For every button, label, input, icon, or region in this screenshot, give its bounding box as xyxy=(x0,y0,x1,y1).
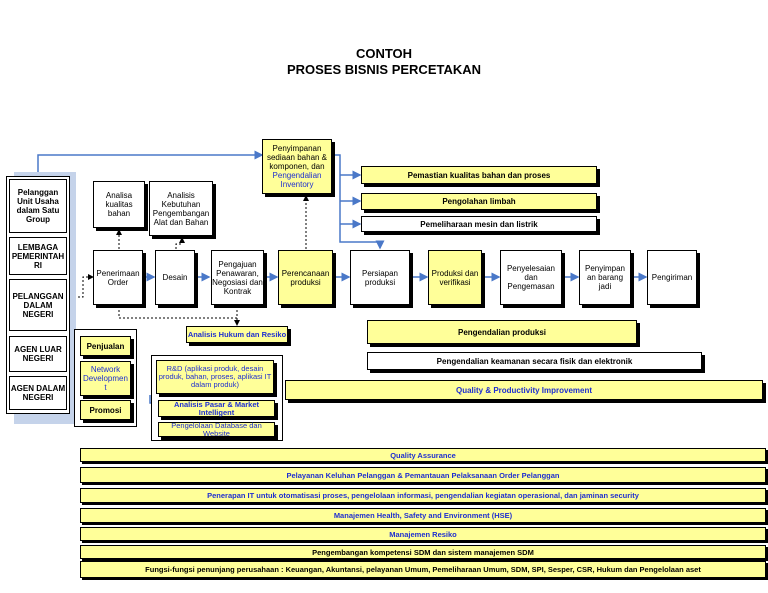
customer-pelanggan-dalam-negeri: PELANGGAN DALAM NEGERI xyxy=(9,279,67,331)
pengelolaan-database-box: Pengelolaan Database dan Website xyxy=(158,421,275,437)
penyimpanan-sediaan-box: Penyimpanan sediaan bahan & komponen, da… xyxy=(262,139,332,194)
pengendalian-produksi-box: Pengendalian produksi xyxy=(367,320,637,344)
pengendalian-keamanan-box: Pengendalian keamanan secara fisik dan e… xyxy=(367,352,702,370)
analisis-pasar-box: Analisis Pasar & Market Intelligent xyxy=(158,400,275,417)
desain-box: Desain xyxy=(155,250,195,305)
analisa-kualitas-bahan: Analisa kualitas bahan xyxy=(93,181,145,228)
quality-productivity-box: Quality & Productivity Improvement xyxy=(285,380,763,400)
customer-lembaga-pemerintah: LEMBAGA PEMERINTAH RI xyxy=(9,237,67,275)
rnd-box: R&D (aplikasi produk, desain produk, bah… xyxy=(156,360,274,394)
fungsi-penunjang-bar: Fungsi-fungsi penunjang perusahaan : Keu… xyxy=(80,561,766,578)
produksi-verifikasi-box: Produksi dan verifikasi xyxy=(428,250,482,305)
customer-agen-luar-negeri: AGEN LUAR NEGERI xyxy=(9,336,67,372)
promosi-box: Promosi xyxy=(80,400,131,420)
customer-unit-usaha: Pelanggan Unit Usaha dalam Satu Group xyxy=(9,179,67,233)
pengajuan-penawaran-box: Pengajuan Penawaran, Negosiasi dan Kontr… xyxy=(211,250,264,305)
penerimaan-order-box: Penerimaan Order xyxy=(93,250,143,305)
customer-agen-dalam-negeri: AGEN DALAM NEGERI xyxy=(9,376,67,410)
pemastian-kualitas-box: Pemastian kualitas bahan dan proses xyxy=(361,166,597,184)
penjualan-box: Penjualan xyxy=(80,336,131,356)
pengiriman-box: Pengiriman xyxy=(647,250,697,305)
manajemen-resiko-bar: Manajemen Resiko xyxy=(80,527,766,541)
analisis-kebutuhan-box: Analisis Kebutuhan Pengembangan Alat dan… xyxy=(149,181,213,236)
pengolahan-limbah-box: Pengolahan limbah xyxy=(361,193,597,210)
pengendalian-inventory-text: Pengendalian Inventory xyxy=(272,171,322,189)
network-development-box: Network Developmen t xyxy=(80,361,131,396)
penyimpanan-sediaan-text: Penyimpanan sediaan bahan & komponen, da… xyxy=(266,144,328,171)
perencanaan-produksi-box: Perencanaan produksi xyxy=(278,250,333,305)
title-line-2: PROSES BISNIS PERCETAKAN xyxy=(286,62,482,77)
penyelesaian-pengemasan-box: Penyelesaian dan Pengemasan xyxy=(500,250,562,305)
penerapan-it-bar: Penerapan IT untuk otomatisasi proses, p… xyxy=(80,488,766,503)
persiapan-produksi-box: Persiapan produksi xyxy=(350,250,410,305)
analisis-hukum-box: Analisis Hukum dan Resiko xyxy=(186,326,288,343)
penyimpanan-barang-jadi-box: Penyimpan an barang jadi xyxy=(579,250,631,305)
pengembangan-sdm-bar: Pengembangan kompetensi SDM dan sistem m… xyxy=(80,545,766,559)
quality-assurance-bar: Quality Assurance xyxy=(80,448,766,462)
pelayanan-keluhan-bar: Pelayanan Keluhan Pelanggan & Pemantauan… xyxy=(80,467,766,483)
title-line-1: CONTOH xyxy=(355,46,413,61)
manajemen-hse-bar: Manajemen Health, Safety and Environment… xyxy=(80,508,766,523)
pemeliharaan-mesin-box: Pemeliharaan mesin dan listrik xyxy=(361,216,597,232)
